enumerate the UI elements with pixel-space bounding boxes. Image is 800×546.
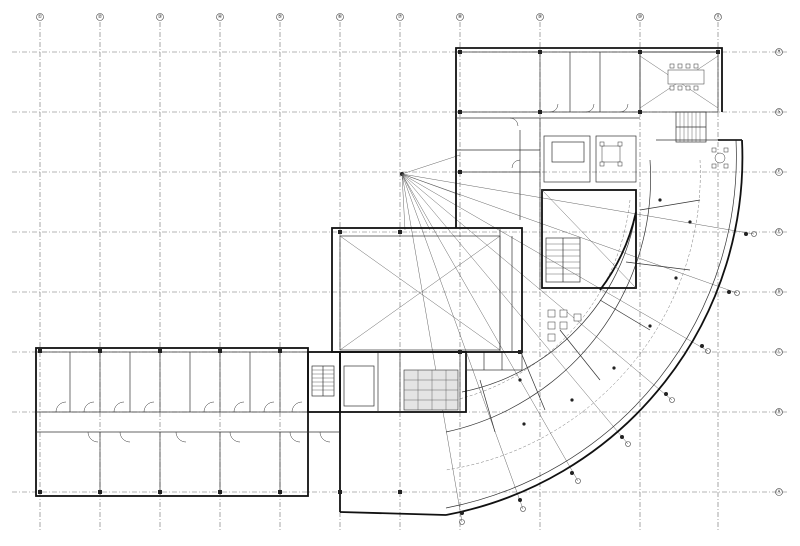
axis-label-B: Ⓑ — [776, 408, 781, 415]
axis-label-10: ⑩ — [638, 14, 643, 20]
vertical-grid-lines — [39, 22, 719, 530]
axis-bubble-D: Ⓓ — [775, 288, 783, 296]
axis-label-A: Ⓐ — [776, 488, 781, 495]
axis-label-7: ⑦ — [398, 14, 403, 20]
axis-label-1: ① — [38, 14, 43, 20]
axis-label-C: Ⓒ — [776, 348, 781, 355]
axis-bubble-4: ④ — [216, 13, 224, 21]
upper-block — [455, 47, 742, 290]
axis-label-H: Ⓗ — [776, 48, 781, 55]
axis-label-5: ⑤ — [278, 14, 282, 20]
axis-bubble-2: ② — [96, 13, 104, 21]
axis-bubble-8: ⑧ — [456, 13, 464, 21]
stair-left — [311, 365, 335, 397]
office-table — [601, 145, 621, 163]
conference-room — [639, 51, 719, 113]
axis-label-D: Ⓓ — [776, 288, 781, 295]
axis-label-E: Ⓔ — [776, 228, 781, 235]
axis-bubble-B: Ⓑ — [775, 408, 783, 416]
conference-table — [667, 69, 705, 85]
axis-bubble-G: Ⓖ — [775, 108, 783, 116]
axis-bubble-11: ⑪ — [714, 13, 722, 21]
axis-label-2: ② — [98, 14, 103, 20]
axis-label-G: Ⓖ — [776, 108, 781, 115]
axis-bubble-7: ⑦ — [396, 13, 404, 21]
axis-bubble-E: Ⓔ — [775, 228, 783, 236]
axis-label-8: ⑧ — [458, 14, 463, 20]
axis-bubble-C: Ⓒ — [775, 348, 783, 356]
axis-bubble-F: Ⓕ — [775, 168, 783, 176]
left-wing — [35, 347, 340, 497]
columns — [38, 50, 748, 515]
axis-bubble-10: ⑩ — [636, 13, 644, 21]
axis-label-F: Ⓕ — [776, 168, 781, 175]
radial-axes — [400, 154, 757, 525]
curved-core — [541, 189, 637, 342]
axis-bubble-9: ⑨ — [536, 13, 544, 21]
axis-label-11: ⑪ — [715, 13, 720, 20]
axis-label-6: ⑥ — [338, 14, 343, 20]
axis-bubble-3: ③ — [156, 13, 164, 21]
seating-cluster — [547, 309, 582, 342]
axis-label-9: ⑨ — [538, 14, 542, 20]
atrium-block — [331, 227, 523, 353]
axis-bubble-A: Ⓐ — [775, 488, 783, 496]
curved-wing — [339, 139, 744, 516]
toilet-block — [403, 369, 459, 411]
axis-bubble-1: ① — [36, 13, 44, 21]
lounge-table — [711, 147, 729, 169]
axis-grid: ① ② ③ ④ ⑤ ⑥ ⑦ ⑧ ⑨ ⑩ ⑪ Ⓐ Ⓑ Ⓒ Ⓓ Ⓔ Ⓕ Ⓖ Ⓗ — [12, 13, 788, 530]
axis-bubble-5: ⑤ — [276, 13, 284, 21]
central-core — [307, 351, 523, 413]
axis-bubble-6: ⑥ — [336, 13, 344, 21]
axis-label-4: ④ — [218, 14, 223, 20]
axis-label-3: ③ — [158, 14, 162, 20]
stair-right — [675, 111, 707, 143]
axis-bubble-H: Ⓗ — [775, 48, 783, 56]
